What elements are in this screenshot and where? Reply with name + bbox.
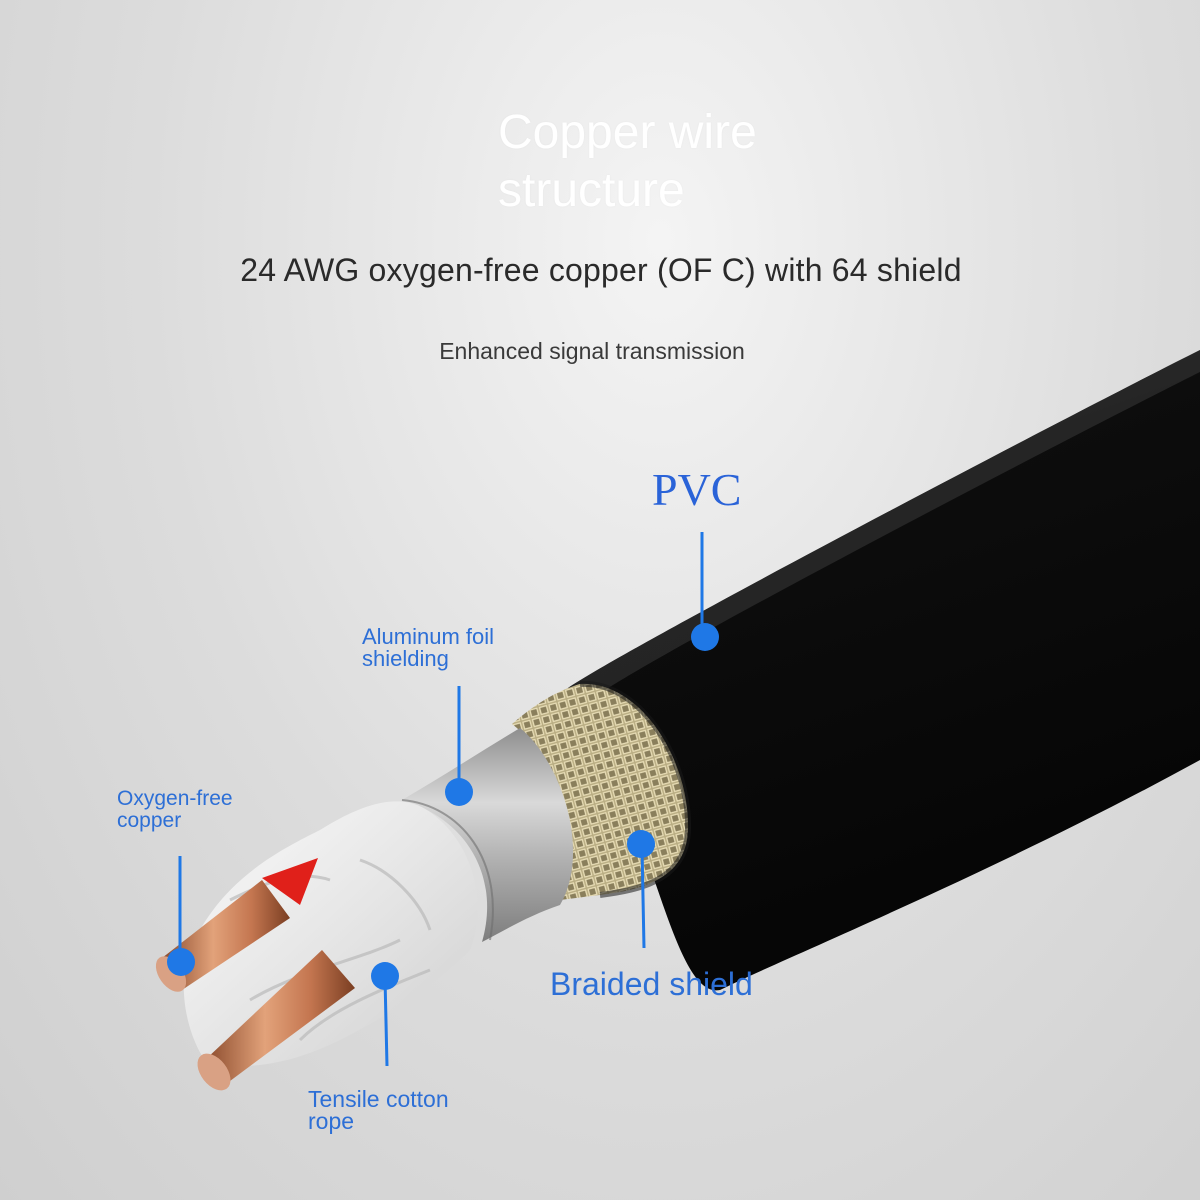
marker-rope	[371, 962, 399, 990]
tagline: Enhanced signal transmission	[439, 338, 745, 364]
title-line-1: Copper wire	[498, 106, 757, 159]
label-copper-line-2: copper	[117, 809, 182, 832]
leader-pvc	[691, 532, 719, 651]
label-rope-line-1: Tensile cotton	[308, 1086, 449, 1112]
label-oxygen-free-copper: Oxygen-free copper	[117, 788, 287, 832]
label-copper-line-1: Oxygen-free	[117, 787, 233, 810]
pvc-jacket	[568, 350, 1200, 991]
leader-braided	[627, 830, 655, 949]
subtitle: 24 AWG oxygen-free copper (OF C) with 64…	[240, 252, 962, 288]
page-title: Copper wire structure	[498, 104, 918, 220]
label-aluminum-line-1: Aluminum foil	[362, 624, 495, 649]
label-aluminum-line-2: shielding	[362, 646, 449, 671]
leader-aluminum	[445, 686, 473, 806]
leader-copper	[167, 856, 195, 976]
marker-braided	[627, 830, 655, 858]
label-aluminum-foil: Aluminum foil shielding	[362, 626, 562, 670]
aluminum-foil	[401, 728, 574, 942]
title-line-2: structure	[498, 164, 685, 217]
label-rope-line-2: rope	[308, 1108, 355, 1134]
label-braided-shield: Braided shield	[550, 966, 753, 1002]
marker-pvc	[691, 623, 719, 651]
label-pvc: PVC	[652, 464, 742, 515]
marker-copper	[167, 948, 195, 976]
label-tensile-cotton-rope: Tensile cotton rope	[308, 1086, 528, 1134]
leader-rope	[371, 962, 399, 1067]
marker-aluminum	[445, 778, 473, 806]
